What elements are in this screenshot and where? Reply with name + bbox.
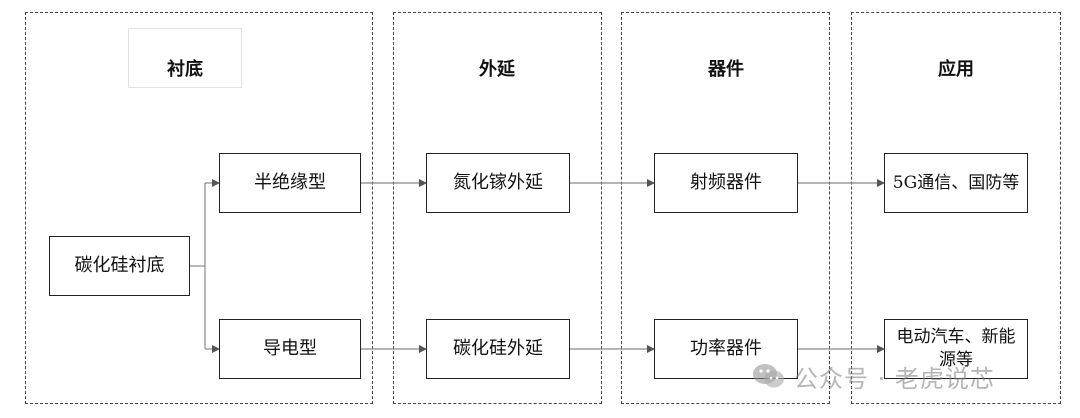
node-sic-substrate: 碳化硅衬底 bbox=[49, 236, 190, 296]
column-title-application: 应用 bbox=[938, 59, 974, 80]
node-rf-device: 射频器件 bbox=[654, 153, 798, 213]
column-device bbox=[621, 12, 830, 404]
watermark: 公众号 · 老虎说芯 bbox=[752, 360, 995, 393]
substrate-header-box bbox=[128, 28, 242, 88]
column-application bbox=[851, 12, 1061, 404]
watermark-text: 公众号 · 老虎说芯 bbox=[794, 364, 995, 393]
node-app-5g: 5G通信、国防等 bbox=[884, 153, 1028, 213]
node-gan-epitaxy: 氮化镓外延 bbox=[426, 153, 570, 213]
node-app-ev: 电动汽车、新能源等 bbox=[884, 319, 1028, 379]
wechat-icon bbox=[753, 364, 784, 388]
column-epitaxy bbox=[393, 12, 602, 404]
node-semi-insulating: 半绝缘型 bbox=[219, 153, 361, 213]
column-title-epitaxy: 外延 bbox=[479, 59, 515, 80]
column-title-device: 器件 bbox=[708, 59, 744, 80]
node-conductive: 导电型 bbox=[219, 319, 361, 379]
column-substrate bbox=[25, 12, 373, 404]
column-title-substrate: 衬底 bbox=[167, 59, 203, 80]
node-sic-epitaxy: 碳化硅外延 bbox=[426, 319, 570, 379]
